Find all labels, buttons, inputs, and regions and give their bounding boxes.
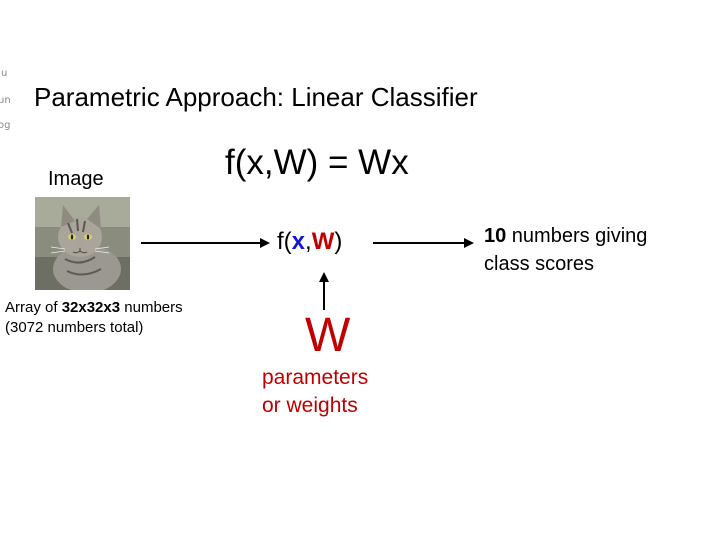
weights-line1: parameters xyxy=(262,366,369,389)
image-description-line2: (3072 numbers total) xyxy=(5,319,144,336)
output-line2: class scores xyxy=(484,253,595,275)
f-open: f( xyxy=(277,228,292,255)
desc-prefix: Array of xyxy=(5,299,62,316)
image-label: Image xyxy=(48,168,104,190)
center-function: f(x,W) xyxy=(277,228,342,256)
output-line1: 10 numbers giving xyxy=(484,222,647,250)
image-description-line1: Array of 32x32x3 numbers xyxy=(5,298,183,318)
output-line1-rest: numbers giving xyxy=(506,225,648,247)
output-description: 10 numbers giving class scores xyxy=(484,222,647,278)
weights-symbol: W xyxy=(305,309,351,362)
side-fragment-3: og xyxy=(0,120,11,131)
cat-image xyxy=(35,197,130,290)
output-count: 10 xyxy=(484,225,507,247)
formula: f(x,W) = Wx xyxy=(225,143,409,182)
side-fragment-1: Ju xyxy=(0,68,8,79)
slide-title: Parametric Approach: Linear Classifier xyxy=(34,82,478,112)
f-close: ) xyxy=(334,228,343,255)
weights-description: parameters or weights xyxy=(262,364,368,420)
image-description: Array of 32x32x3 numbers (3072 numbers t… xyxy=(5,298,183,338)
f-comma: , xyxy=(305,228,312,255)
x-symbol: x xyxy=(291,228,306,255)
side-fragment-2: un xyxy=(0,95,11,106)
desc-count: 32x32x3 xyxy=(61,299,121,316)
weights-line2: or weights xyxy=(262,394,358,417)
w-symbol: W xyxy=(311,228,335,255)
desc-rest: numbers xyxy=(124,299,183,316)
